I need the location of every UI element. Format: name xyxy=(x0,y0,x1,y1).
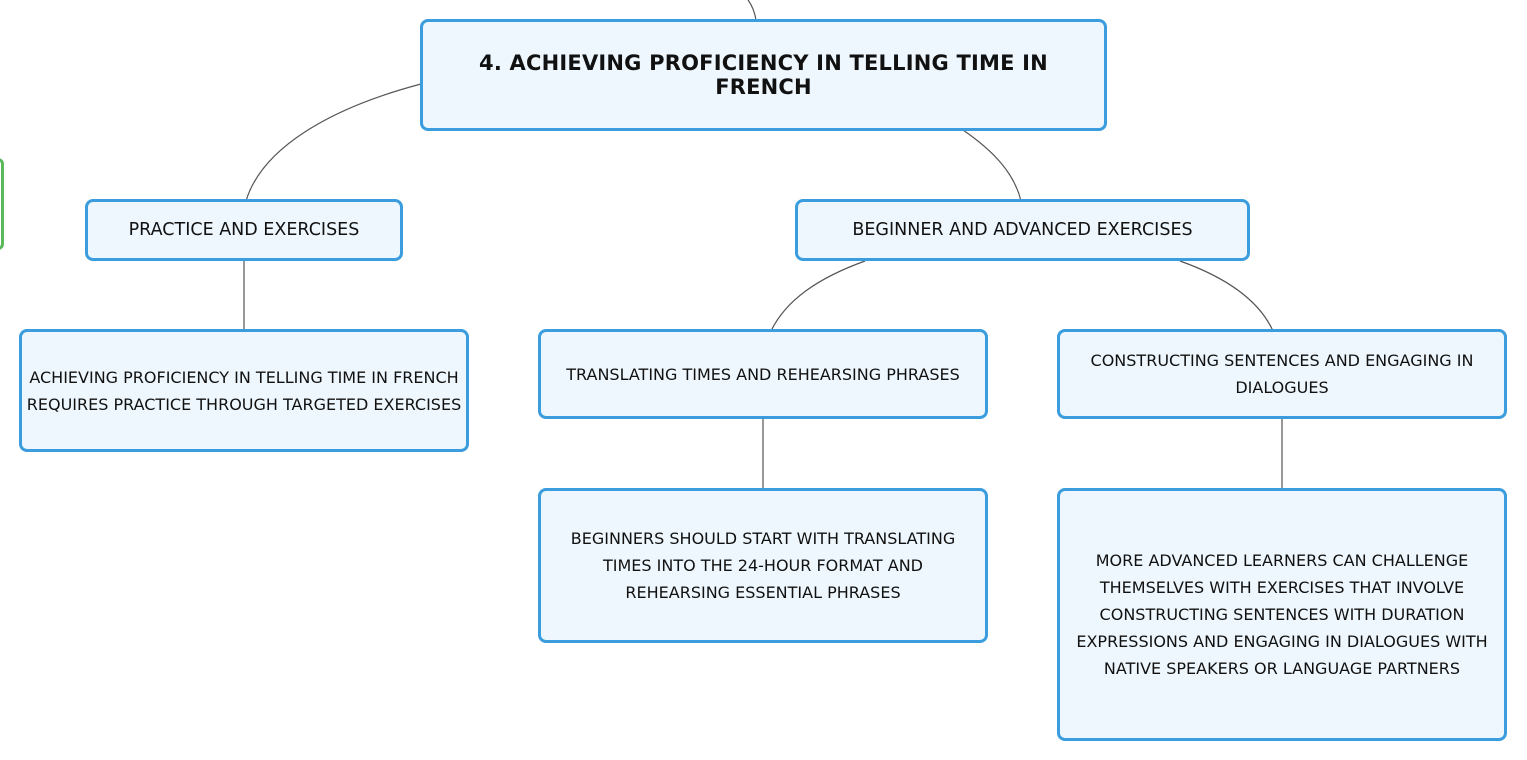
root-node[interactable]: 4. ACHIEVING PROFICIENCY IN TELLING TIME… xyxy=(420,19,1107,131)
node-beginners-detail-label: BEGINNERS SHOULD START WITH TRANSLATING … xyxy=(570,529,956,602)
connector-offscreen-to-root xyxy=(747,0,757,21)
node-practice-and-exercises[interactable]: PRACTICE AND EXERCISES xyxy=(85,199,403,261)
node-constructing-sentences[interactable]: CONSTRUCTING SENTENCES AND ENGAGING IN D… xyxy=(1057,329,1507,419)
connector-beginner-advanced-to-translating xyxy=(770,260,866,332)
node-practice-detail-label: ACHIEVING PROFICIENCY IN TELLING TIME IN… xyxy=(26,367,462,414)
node-beginner-and-advanced-exercises[interactable]: BEGINNER AND ADVANCED EXERCISES xyxy=(795,199,1250,261)
node-beginners-detail[interactable]: BEGINNERS SHOULD START WITH TRANSLATING … xyxy=(538,488,988,643)
node-translating-times-label: TRANSLATING TIMES AND REHEARSING PHRASES xyxy=(566,364,960,384)
node-advanced-detail[interactable]: MORE ADVANCED LEARNERS CAN CHALLENGE THE… xyxy=(1057,488,1507,741)
node-practice-and-exercises-label: PRACTICE AND EXERCISES xyxy=(128,220,360,240)
node-practice-detail[interactable]: ACHIEVING PROFICIENCY IN TELLING TIME IN… xyxy=(19,329,469,452)
offscreen-node-edge[interactable] xyxy=(0,158,4,250)
connector-root-to-practice xyxy=(245,83,422,202)
node-beginner-and-advanced-exercises-label: BEGINNER AND ADVANCED EXERCISES xyxy=(852,220,1193,240)
node-constructing-sentences-label: CONSTRUCTING SENTENCES AND ENGAGING IN D… xyxy=(1090,351,1474,397)
node-advanced-detail-label: MORE ADVANCED LEARNERS CAN CHALLENGE THE… xyxy=(1076,551,1488,678)
connector-root-to-beginner-advanced xyxy=(962,129,1022,202)
node-translating-times[interactable]: TRANSLATING TIMES AND REHEARSING PHRASES xyxy=(538,329,988,419)
connector-beginner-advanced-to-constructing xyxy=(1179,260,1274,332)
root-node-label: 4. ACHIEVING PROFICIENCY IN TELLING TIME… xyxy=(479,51,1048,99)
